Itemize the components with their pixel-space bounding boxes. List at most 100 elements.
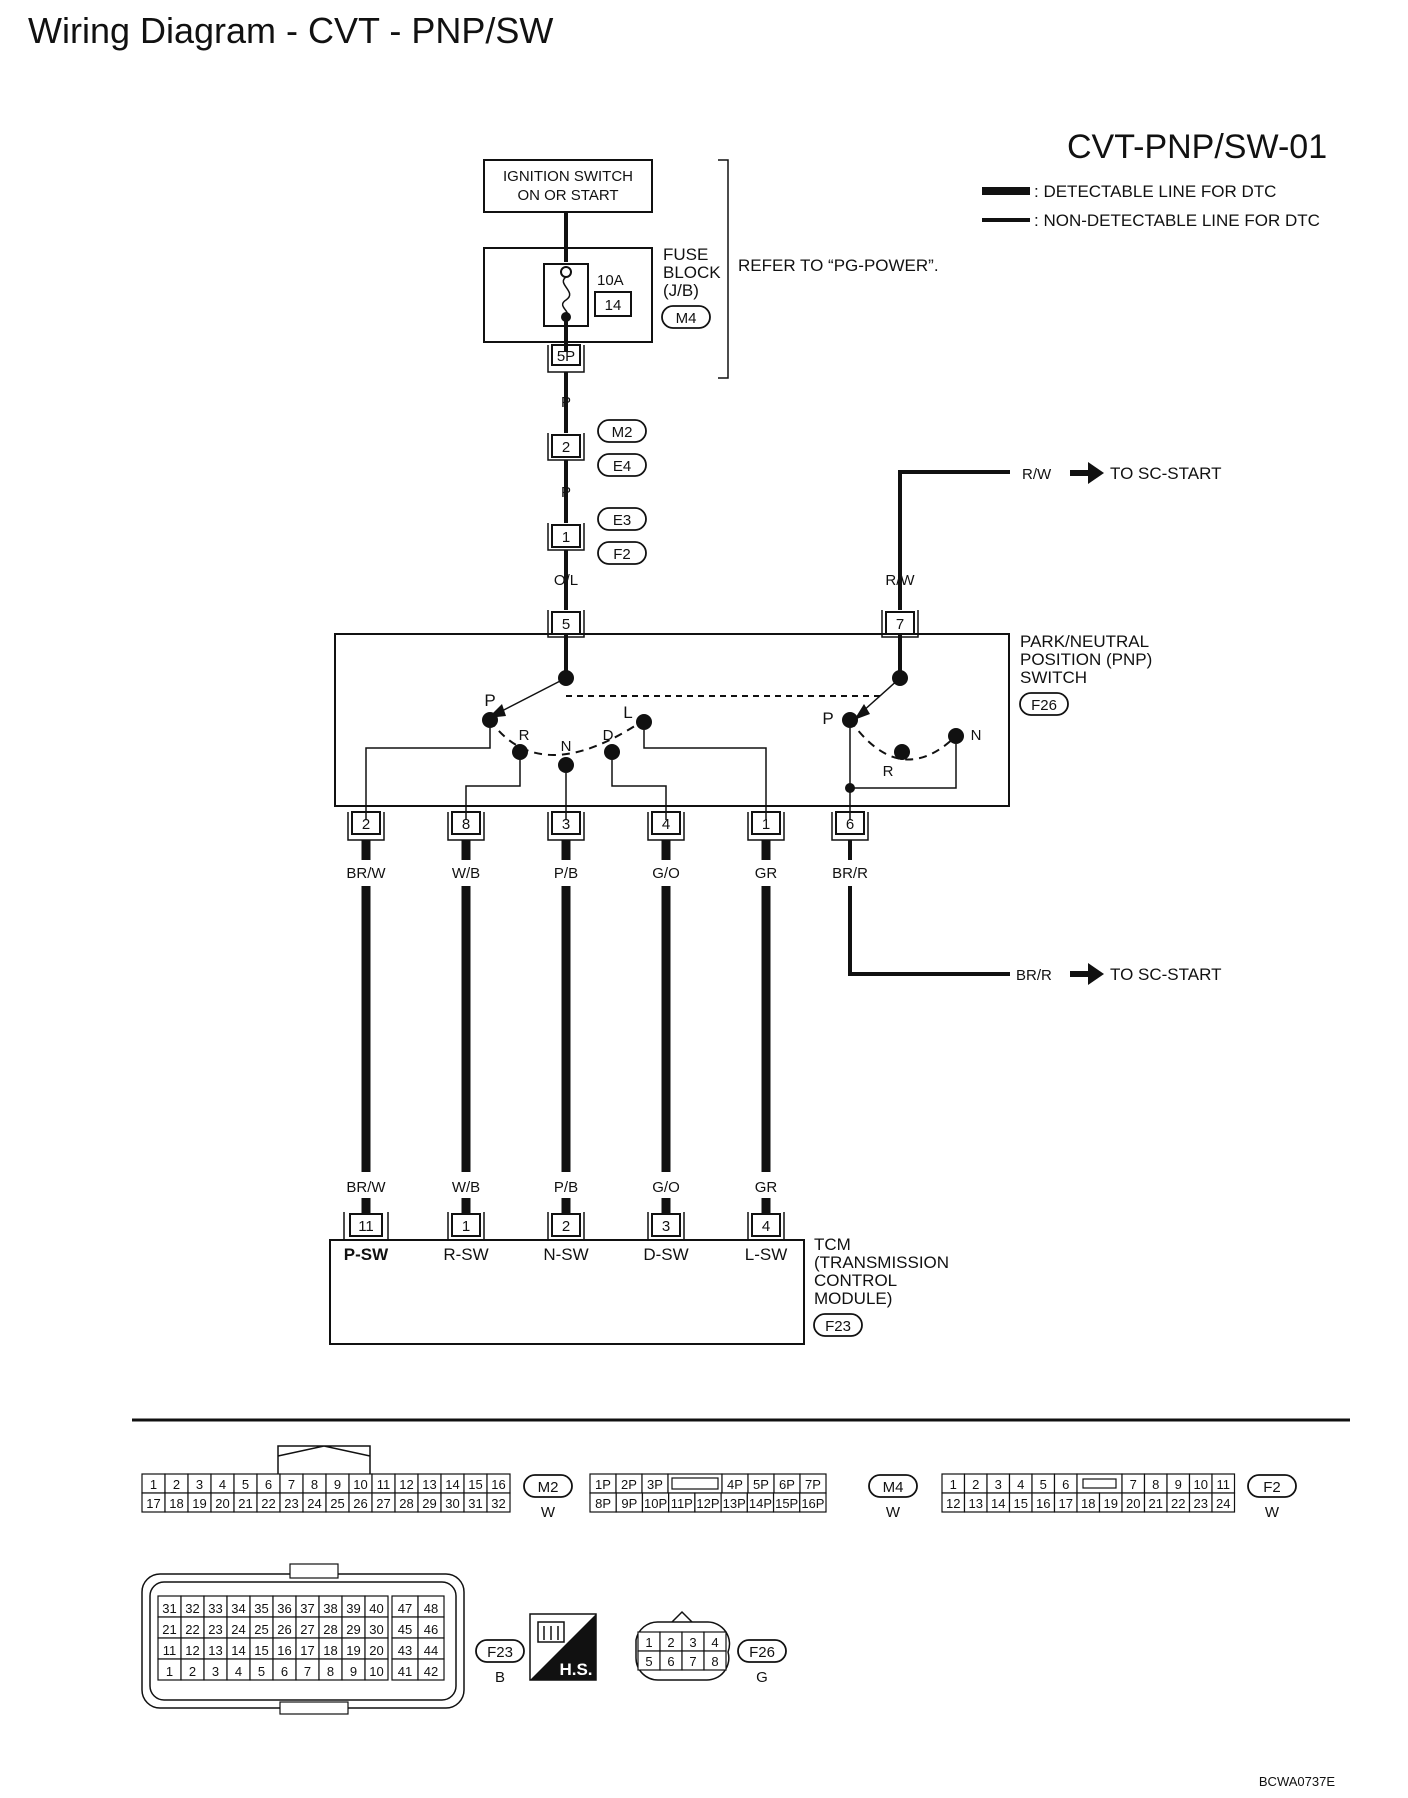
cavity-number: 5 — [1040, 1477, 1047, 1492]
cavity-number: 31 — [468, 1496, 482, 1511]
cavity-number: 2 — [667, 1635, 674, 1650]
cavity-number: 37 — [300, 1601, 314, 1616]
wire-color: BR/W — [346, 865, 386, 882]
wire-color: GR — [755, 1179, 778, 1196]
cavity-number: 13 — [208, 1643, 222, 1658]
pnp-label-2: POSITION (PNP) — [1020, 650, 1152, 669]
sc-start-bottom-label: TO SC-START — [1110, 965, 1221, 984]
cavity-number: 36 — [277, 1601, 291, 1616]
cavity-number: 11 — [1217, 1477, 1231, 1492]
connector-cavity — [799, 1492, 827, 1513]
fuse-number: 14 — [605, 297, 622, 314]
cavity-number: 32 — [491, 1496, 505, 1511]
cavity-number: 22 — [261, 1496, 275, 1511]
joint-m2-badge — [597, 419, 647, 443]
fuse-number-box — [594, 291, 632, 317]
joint-e3-pin: 1 — [562, 529, 570, 546]
pnp-connector-badge — [1019, 692, 1069, 716]
cavity-number: 17 — [300, 1643, 314, 1658]
pnp-pin-box — [551, 811, 581, 835]
pnp-switch-box — [334, 633, 1010, 807]
f26-badge — [737, 1639, 787, 1663]
cavity-number: 1 — [950, 1477, 957, 1492]
tcm-pin: 4 — [762, 1218, 770, 1235]
tcm-label-2: (TRANSMISSION — [814, 1253, 949, 1272]
wire-color: G/O — [652, 865, 680, 882]
cavity-number: 18 — [323, 1643, 337, 1658]
f2-color: W — [1265, 1504, 1280, 1521]
pnp-pin5: 5 — [562, 616, 570, 633]
cavity-number: 7 — [1130, 1477, 1137, 1492]
cavity-number: 8 — [311, 1477, 318, 1492]
connector-cavity — [1211, 1492, 1236, 1513]
fuse-amp: 10A — [597, 272, 624, 289]
cavity-number: 23 — [208, 1622, 222, 1637]
cavity-number: 41 — [398, 1664, 412, 1679]
cavity-number: 11 — [163, 1643, 177, 1658]
cavity-number: 28 — [399, 1496, 413, 1511]
cavity-number: 14 — [991, 1496, 1005, 1511]
ignition-line2: ON OR START — [517, 187, 618, 204]
cavity-number: 6 — [281, 1664, 288, 1679]
wire-color: W/B — [452, 1179, 480, 1196]
hs-label: H.S. — [559, 1660, 592, 1679]
cavity-number: 4 — [1017, 1477, 1024, 1492]
cavity-number: 4 — [235, 1664, 242, 1679]
tcm-pin-box — [349, 1213, 383, 1237]
rw-wire — [898, 470, 1010, 610]
tcm-pin-box — [751, 1213, 781, 1237]
wire-color: G/O — [652, 1179, 680, 1196]
pnp-pin-box — [351, 811, 381, 835]
cavity-number: 10 — [353, 1477, 367, 1492]
tcm-pin-label: R-SW — [443, 1245, 488, 1264]
pnp-pin: 3 — [562, 816, 570, 833]
connector-cavity — [364, 1658, 389, 1681]
cavity-number: 16P — [801, 1496, 824, 1511]
refer-bracket — [718, 159, 729, 379]
cavity-number: 20 — [1126, 1496, 1140, 1511]
pnp-bottom-pins: 2 8 3 4 1 6 — [347, 811, 869, 841]
cavity-number: 4P — [727, 1477, 743, 1492]
footer-code: BCWA0737E — [1259, 1774, 1335, 1789]
fuse-pin-box — [551, 344, 581, 366]
wire-color-rw: R/W — [885, 572, 915, 589]
cavity-number: 21 — [162, 1622, 176, 1637]
cavity-number: 15P — [775, 1496, 798, 1511]
cavity-number: 12 — [946, 1496, 960, 1511]
cavity-number: 39 — [346, 1601, 360, 1616]
cavity-number: 27 — [376, 1496, 390, 1511]
pos-l: L — [623, 703, 632, 722]
arrow-right-icon — [1088, 462, 1104, 484]
pnp-connector: F26 — [1031, 697, 1057, 714]
pos-p: P — [484, 691, 495, 710]
pos-d: D — [603, 727, 614, 744]
fuse-icon — [561, 276, 571, 317]
cavity-number: 5P — [753, 1477, 769, 1492]
harness-side-icon: H.S. — [529, 1613, 597, 1681]
cavity-number: 30 — [369, 1622, 383, 1637]
pos-n2: N — [971, 727, 982, 744]
tcm-label-4: MODULE) — [814, 1289, 892, 1308]
pnp-label-1: PARK/NEUTRAL — [1020, 632, 1149, 651]
cavity-number: 24 — [231, 1622, 245, 1637]
cavity-number: 33 — [208, 1601, 222, 1616]
cavity-number: 8 — [711, 1654, 718, 1669]
cavity-number: 35 — [254, 1601, 268, 1616]
cavity-number: 25 — [330, 1496, 344, 1511]
cavity-number: 12P — [696, 1496, 719, 1511]
cavity-number: 2 — [173, 1477, 180, 1492]
joint-e4-badge — [597, 453, 647, 477]
cavity-number: 14 — [445, 1477, 459, 1492]
cavity-number: 26 — [353, 1496, 367, 1511]
cavity-number: 2 — [972, 1477, 979, 1492]
fuse-label-1: FUSE — [663, 245, 708, 264]
pnp-pin-box — [835, 811, 865, 835]
m4-name: M4 — [883, 1479, 904, 1496]
wire-color: BR/W — [346, 1179, 386, 1196]
left-selector-arc — [489, 719, 645, 756]
cavity-number: 1P — [595, 1477, 611, 1492]
